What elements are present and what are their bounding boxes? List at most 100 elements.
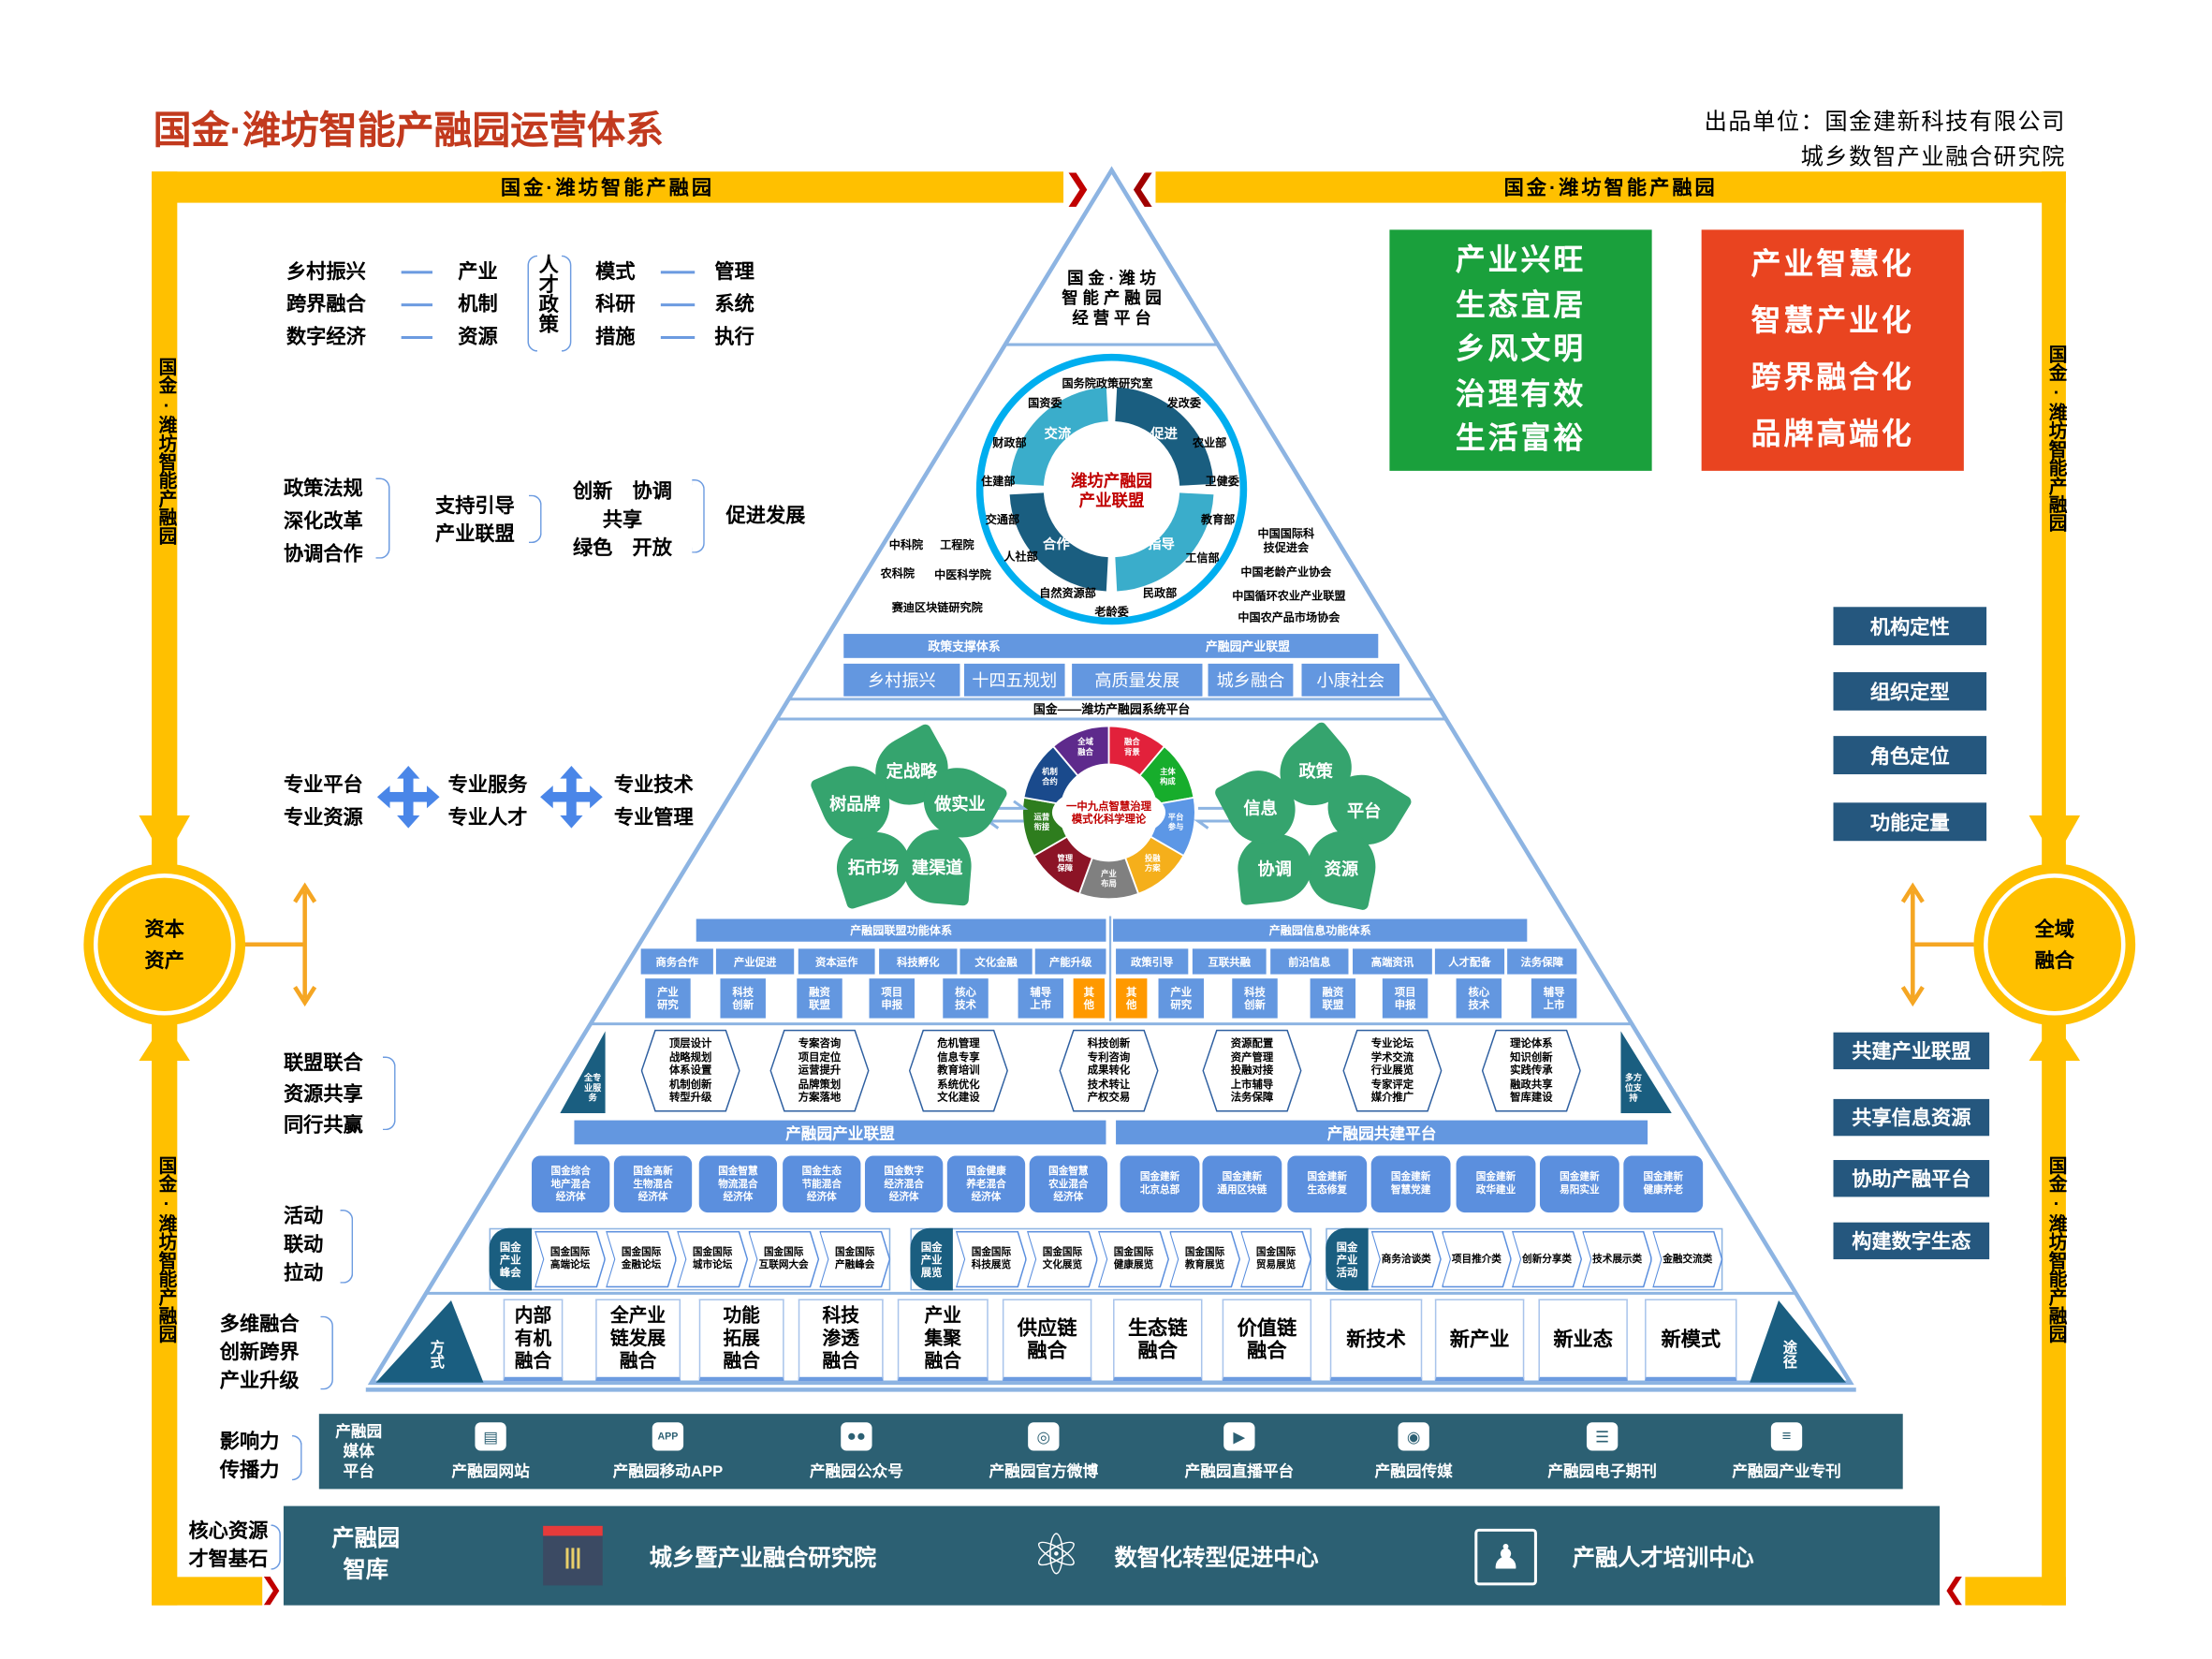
left-label: 政策法规 xyxy=(283,476,363,500)
event-item[interactable]: 国金国际 金融论坛 xyxy=(607,1232,676,1286)
event-item[interactable]: 国金国际 健康展览 xyxy=(1099,1232,1168,1286)
government-org-label: 工信部 xyxy=(1185,551,1220,565)
event-item[interactable]: 国金国际 贸易展览 xyxy=(1241,1232,1311,1286)
wechat-icon[interactable]: ●● xyxy=(841,1422,872,1451)
left-label: 产业联盟 xyxy=(435,521,515,545)
function-item: 人才配备 xyxy=(1434,948,1505,975)
media-item-label[interactable]: 产融园产业专刊 xyxy=(1732,1463,1841,1481)
event-item[interactable]: 国金国际 高端论坛 xyxy=(535,1232,605,1286)
left-label: 传播力 xyxy=(219,1458,280,1481)
left-label: 产业 xyxy=(458,259,498,283)
strategy-label: 做实业 xyxy=(934,793,986,814)
camera-icon[interactable]: ◉ xyxy=(1398,1422,1429,1451)
cycle-arrow-segment xyxy=(1114,387,1214,487)
arrow-down-icon xyxy=(2029,815,2081,861)
journal-icon[interactable]: ≡ xyxy=(1770,1422,1803,1451)
event-item[interactable]: 技术展示类 xyxy=(1583,1232,1651,1286)
member-entity: 国金健康 养老混合 经济体 xyxy=(946,1155,1026,1213)
arrow-up-icon xyxy=(139,1020,190,1061)
think-tank-item-label[interactable]: 产融人才培训中心 xyxy=(1572,1547,1754,1572)
government-org-label: 交通部 xyxy=(985,512,1020,526)
government-org-label: 农业部 xyxy=(1192,435,1227,449)
arrow-down-icon xyxy=(139,815,190,861)
government-org-label: 自然资源部 xyxy=(1039,586,1096,599)
association-label: 中国老龄产业协会 xyxy=(1240,565,1332,579)
think-tank-label: 产融园 智库 xyxy=(331,1527,401,1583)
service-item: 产业 研究 xyxy=(1158,978,1204,1019)
wheel-segment-label: 运营 衔接 xyxy=(1033,814,1050,833)
left-label: 活动 xyxy=(283,1203,324,1227)
event-item[interactable]: 国金国际 科技展览 xyxy=(957,1232,1026,1286)
event-item[interactable]: 国金国际 产融峰会 xyxy=(820,1232,889,1286)
fusion-item: 供应链 融合 xyxy=(1002,1299,1092,1382)
association-label: 中国国际科 技促进会 xyxy=(1257,527,1315,555)
fusion-item: 新模式 xyxy=(1645,1299,1737,1382)
government-org-label: 教育部 xyxy=(1200,512,1236,526)
right-tag: 角色定位 xyxy=(1833,736,1987,775)
government-org-label: 老龄委 xyxy=(1094,605,1129,618)
left-label: 执行 xyxy=(714,324,754,348)
path-label: 途径 xyxy=(1779,1340,1795,1369)
function-item: 产业促进 xyxy=(715,948,795,975)
event-item[interactable]: 商务洽谈类 xyxy=(1372,1232,1441,1286)
wheel-segment-label: 全域 融合 xyxy=(1077,738,1093,757)
app-icon[interactable]: APP xyxy=(652,1422,684,1451)
fusion-item: 全产业 链发展 融合 xyxy=(595,1299,681,1382)
function-item: 资本运作 xyxy=(798,948,875,975)
member-entity: 国金建新 易阳实业 xyxy=(1539,1155,1619,1213)
left-label: 才智基石 xyxy=(188,1547,269,1570)
event-item[interactable]: 国金国际 城市论坛 xyxy=(678,1232,747,1286)
left-label: 系统 xyxy=(714,292,754,316)
left-label: 拉动 xyxy=(283,1260,324,1284)
media-item-label[interactable]: 产融园公众号 xyxy=(809,1463,903,1481)
member-entity: 国金智慧 物流混合 经济体 xyxy=(698,1155,778,1213)
media-item-label[interactable]: 产融园传媒 xyxy=(1374,1463,1453,1481)
left-label: 创新 协调 xyxy=(572,478,672,503)
left-label: 跨界融合 xyxy=(286,292,366,316)
research-org-label: 农科院 xyxy=(880,566,915,580)
right-tag: 构建数字生态 xyxy=(1833,1222,1990,1260)
event-item[interactable]: 国金国际 互联网大会 xyxy=(749,1232,818,1286)
media-item-label[interactable]: 产融园移动APP xyxy=(612,1463,724,1481)
media-item-label[interactable]: 产融园官方微博 xyxy=(989,1463,1099,1481)
think-tank-item-label[interactable]: 城乡暨产业融合研究院 xyxy=(649,1547,877,1572)
left-label: 支持引导 xyxy=(435,493,515,517)
building-columns: Ⅲ xyxy=(563,1544,583,1576)
fusion-item: 科技 渗透 融合 xyxy=(798,1299,884,1382)
service-hexagon-text: 理论体系 知识创新 实践传承 融政共享 智库建设 xyxy=(1483,1031,1580,1111)
pyramid-triangle xyxy=(367,166,1854,1386)
member-entity: 国金生态 节能混合 经济体 xyxy=(783,1155,861,1213)
event-item[interactable]: 国金国际 文化展览 xyxy=(1028,1232,1097,1286)
think-tank-item-label[interactable]: 数智化转型促进中心 xyxy=(1114,1547,1319,1572)
brace-right xyxy=(561,255,572,352)
left-label: 乡村振兴 xyxy=(286,259,366,283)
media-item-label[interactable]: 产融园直播平台 xyxy=(1184,1463,1295,1481)
event-item[interactable]: 创新分享类 xyxy=(1513,1232,1581,1286)
media-item-label[interactable]: 产融园网站 xyxy=(451,1463,530,1481)
association-label: 中国农产品市场协会 xyxy=(1238,610,1340,624)
weibo-icon[interactable]: ◎ xyxy=(1028,1422,1060,1451)
monitor-icon[interactable]: ▤ xyxy=(475,1422,506,1451)
wheel-segment-label: 产业 布局 xyxy=(1101,871,1117,889)
government-org-label: 住建部 xyxy=(981,474,1016,488)
strategy-label: 建渠道 xyxy=(911,857,963,877)
member-entity: 国金高新 生物混合 经济体 xyxy=(613,1155,693,1213)
fusion-item: 新业态 xyxy=(1538,1299,1628,1382)
apex-platform-label: 国 金 · 潍 坊 智 能 产 融 园 经 营 平 台 xyxy=(1062,271,1162,328)
cycle-arrow-segment xyxy=(1009,387,1109,487)
event-item[interactable]: 国金国际 教育展览 xyxy=(1170,1232,1239,1286)
event-item[interactable]: 金融交流类 xyxy=(1653,1232,1721,1286)
dash-connector xyxy=(401,271,432,274)
service-item: 辅导 上市 xyxy=(1531,978,1577,1019)
producer-line-2: 城乡数智产业融合研究院 xyxy=(1800,146,2066,170)
policy-item: 高质量发展 xyxy=(1072,663,1203,697)
government-org-label: 卫健委 xyxy=(1205,474,1239,488)
media-item-label[interactable]: 产融园电子期刊 xyxy=(1547,1463,1657,1481)
live-tv-icon[interactable]: ▶ xyxy=(1223,1422,1255,1451)
ejournal-icon[interactable]: ☰ xyxy=(1586,1422,1619,1451)
wheel-segment xyxy=(1051,725,1110,777)
multi-support-label: 多方位支持 xyxy=(1624,1074,1643,1103)
event-item[interactable]: 项目推介类 xyxy=(1443,1232,1511,1286)
dash-connector xyxy=(660,335,696,340)
